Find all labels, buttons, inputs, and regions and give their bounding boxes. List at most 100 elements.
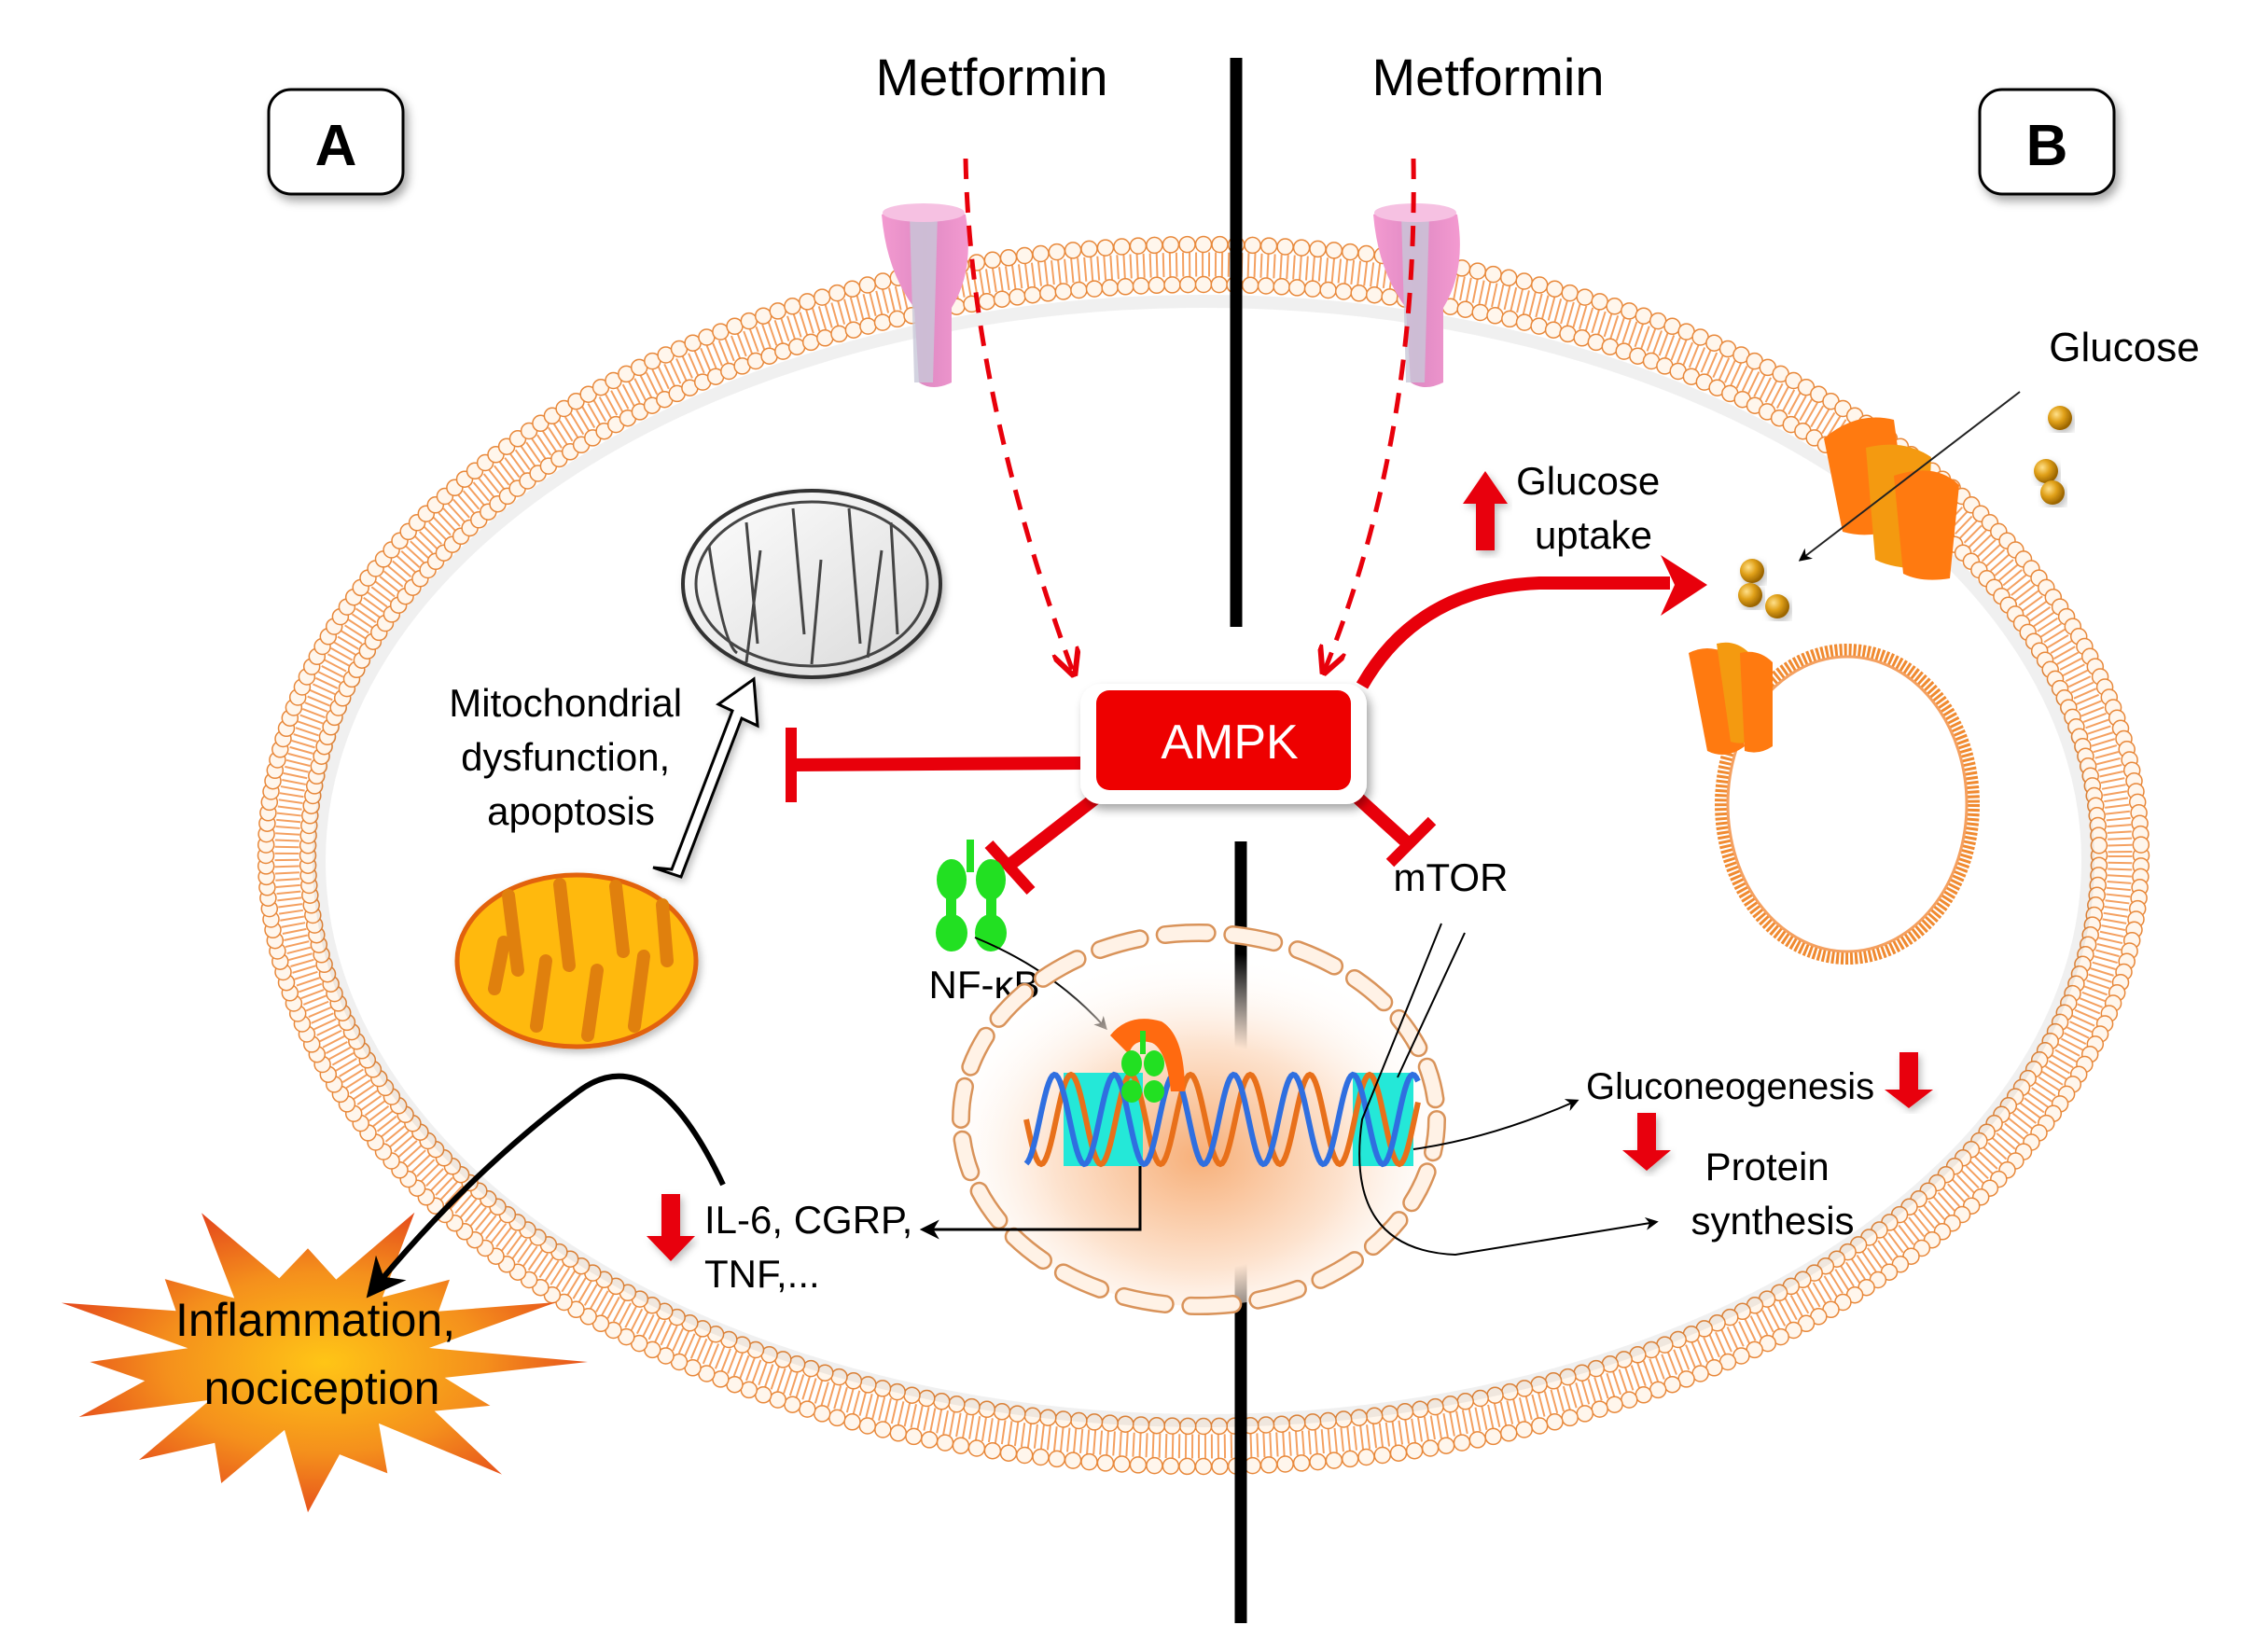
lipid-head — [1032, 244, 1050, 263]
ampk-inhibits-mtor — [1353, 792, 1437, 868]
lipid-head — [1606, 298, 1623, 315]
lipid-head — [1064, 242, 1082, 259]
lipid-head — [1530, 276, 1549, 294]
dysfunction-arrow — [652, 676, 759, 879]
ampk-glucose-uptake-arrow — [1356, 576, 1670, 689]
lipid-head — [1319, 281, 1337, 299]
mito-label-line-2: dysfunction, — [461, 735, 670, 779]
lipid-head — [813, 288, 831, 306]
lipid-head — [1546, 280, 1564, 298]
nfkb-dna-complex-icon — [1110, 1019, 1185, 1103]
lipid-head — [1054, 283, 1073, 300]
lipid-head — [1576, 1405, 1594, 1423]
cytokines-down-arrow-icon — [647, 1194, 695, 1261]
lipid-head — [1561, 284, 1579, 302]
gluconeogenesis-down-arrow-icon — [1885, 1052, 1933, 1108]
lipid-head — [888, 310, 906, 328]
lipid-head — [1357, 244, 1375, 263]
lipid-head — [1178, 235, 1196, 254]
lipid-head — [828, 284, 846, 302]
glucose-molecule — [1765, 594, 1789, 618]
envelope-segment-fill — [1007, 1229, 1051, 1268]
envelope-segment-fill — [1158, 925, 1215, 942]
lipid-head — [726, 317, 744, 336]
lipid-head — [952, 1437, 970, 1454]
glucose-molecule — [2048, 406, 2072, 430]
lipid-head — [1048, 1450, 1066, 1468]
lipid-head — [799, 1400, 816, 1418]
lipid-head — [1292, 1454, 1311, 1472]
lipid-head — [1257, 277, 1275, 295]
glut-vesicle — [1715, 644, 1980, 965]
lipid-head — [1162, 1457, 1180, 1475]
lipid-tails — [274, 252, 2133, 1459]
metformin-transporter-right — [1373, 203, 1460, 387]
cell-membrane — [257, 235, 2150, 1476]
lipid-head — [1146, 236, 1163, 255]
lipid-head — [1117, 278, 1134, 296]
lipid-head — [1032, 1448, 1050, 1466]
lipid-head — [1325, 242, 1343, 259]
lipid-head — [1499, 1424, 1518, 1442]
lipid-head — [769, 302, 786, 320]
envelope-segment-fill — [963, 1029, 994, 1075]
envelope-segment-fill — [1426, 1112, 1444, 1160]
lipid-head — [1211, 235, 1229, 254]
lipid-head — [1350, 285, 1368, 302]
panel-label-b — [1978, 88, 2116, 196]
inflammation-burst — [61, 1212, 588, 1513]
lipid-head — [1544, 321, 1563, 339]
lipid-head — [1357, 1448, 1375, 1466]
lipid-head — [858, 1417, 877, 1435]
nucleus — [952, 923, 1446, 1316]
nuclear-envelope — [952, 923, 1446, 1316]
lipid-head — [1194, 275, 1213, 294]
lipid-head — [1241, 276, 1259, 295]
lipid-head — [1064, 1451, 1082, 1469]
lipid-head — [1146, 1456, 1163, 1475]
lipid-head — [1421, 1439, 1440, 1457]
lipid-head — [1080, 1452, 1098, 1471]
envelope-segment-fill — [972, 1184, 1006, 1228]
lipid-head — [1178, 1457, 1196, 1476]
inflammation-line-1: Inflammation, — [175, 1294, 455, 1346]
lipid-head — [1621, 1391, 1638, 1409]
lipid-head — [873, 313, 892, 331]
ampk-label: AMPK — [1161, 715, 1299, 770]
metformin-transporter-left — [882, 203, 968, 387]
lipid-head — [1486, 307, 1504, 325]
lipid-head — [1468, 1431, 1487, 1449]
lipid-head — [1039, 285, 1057, 302]
lipid-head — [1591, 293, 1608, 311]
lipid-head — [889, 1424, 908, 1442]
ampk-inhibits-nfkb — [984, 792, 1101, 896]
lipid-head — [1373, 1446, 1392, 1465]
inflammation-line-2: nociception — [204, 1362, 440, 1414]
lipid-head — [1559, 325, 1577, 343]
glucose-uptake-arrowhead — [1661, 555, 1707, 616]
cytokines-label: IL-6, CGRP, TNF,... — [704, 1198, 924, 1296]
glucose-uptake-line-2: uptake — [1535, 513, 1652, 557]
cytokine-expression-arrow — [919, 1166, 1142, 1240]
envelope-segment-fill — [992, 985, 1032, 1026]
lipid-head — [740, 312, 758, 330]
lipid-head — [1048, 243, 1066, 261]
nfkb-dimer-icon — [936, 840, 1007, 951]
lipid-head — [1530, 317, 1548, 335]
lipid-head — [799, 293, 816, 311]
metformin-entry-path-left — [963, 158, 1073, 672]
lipid-head — [1471, 303, 1489, 322]
mtor-dna-path — [1397, 932, 1466, 1078]
lipid-head — [1129, 237, 1148, 255]
lipid-head — [905, 1427, 923, 1446]
gluconeogenesis-arrow — [1412, 1099, 1579, 1150]
glut-transporter-vesicle — [1689, 642, 1773, 755]
mtor-protein-synthesis-path — [1358, 923, 1659, 1257]
lipid-head — [1621, 302, 1638, 320]
lipid-head — [1591, 1400, 1608, 1418]
lipid-head — [828, 1409, 846, 1427]
lipid-head — [816, 329, 834, 347]
lipid-head — [1649, 312, 1667, 330]
lipid-head — [1606, 1396, 1623, 1413]
